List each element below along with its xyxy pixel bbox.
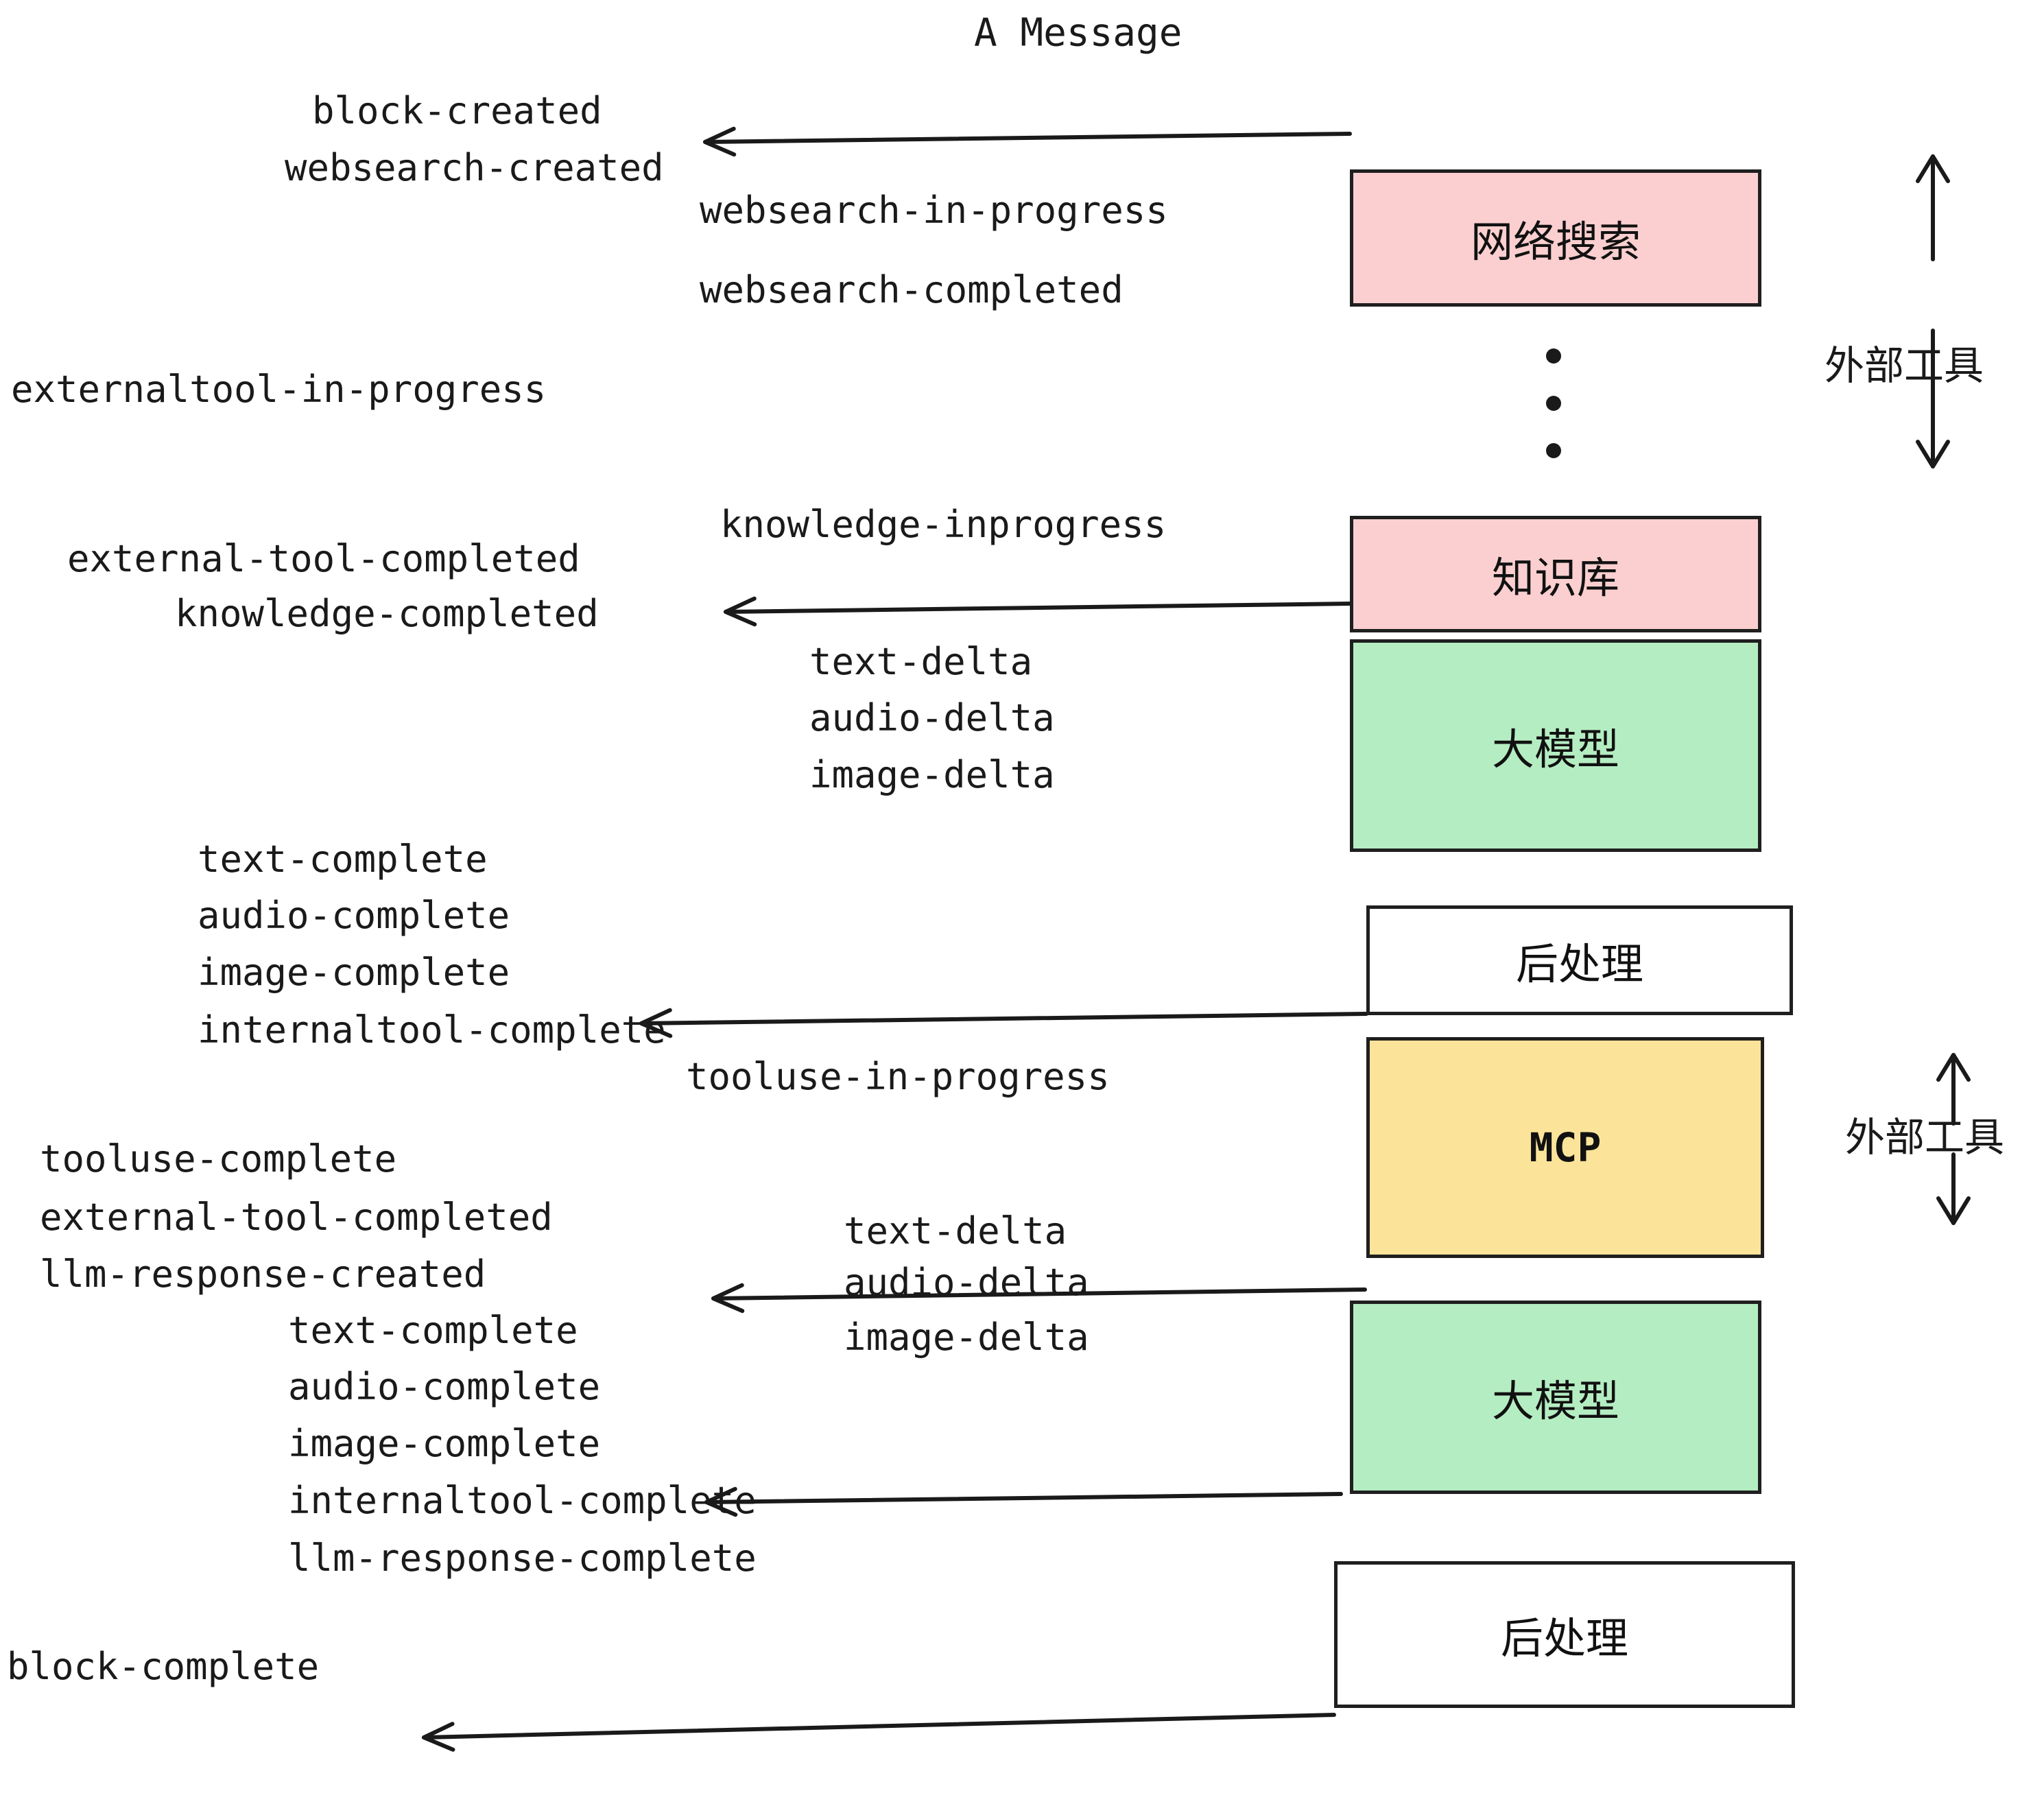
event-label-audio-complete-1: audio-complete	[198, 894, 510, 937]
event-label-tooluse-complete: tooluse-complete	[40, 1137, 397, 1180]
event-label-image-complete-1: image-complete	[198, 951, 510, 994]
ext-tool-arrow-bottom-down-head	[1936, 1196, 1971, 1225]
event-label-internaltool-complete-1: internaltool-complete	[198, 1008, 666, 1052]
node-postprocess-1: 后处理	[1366, 905, 1793, 1015]
arrow-block-created-head	[703, 126, 737, 157]
ext-tool-arrow-top-down-head	[1916, 440, 1950, 468]
arrow-block-complete-head	[422, 1722, 455, 1752]
event-label-text-delta-1: text-delta	[809, 640, 1033, 683]
ellipsis-dot	[1546, 396, 1561, 411]
ellipsis-dot	[1546, 348, 1561, 364]
event-label-websearch-in-progress: websearch-in-progress	[700, 189, 1168, 232]
vertical-ellipsis-icon	[1546, 348, 1561, 458]
event-label-block-created: block-created	[312, 89, 602, 132]
node-postprocess-2: 后处理	[1334, 1561, 1795, 1708]
event-label-image-delta-2: image-delta	[844, 1316, 1089, 1359]
event-label-externaltool-in-progress: externaltool-in-progress	[11, 368, 547, 411]
node-mcp: MCP	[1366, 1037, 1764, 1258]
node-websearch: 网络搜索	[1350, 169, 1761, 307]
ellipsis-dot	[1546, 443, 1561, 458]
event-label-internaltool-complete-2: internaltool-complete	[288, 1479, 757, 1522]
arrow-knowledge-completed	[724, 596, 1352, 627]
arrow-audio-complete-shaft	[704, 1492, 1343, 1504]
ext-tool-arrow-top-up-head	[1916, 154, 1950, 183]
ext-tool-arrow-top	[1916, 154, 1950, 468]
side-label-external-tool-bottom: 外部工具	[1845, 1114, 2005, 1161]
event-label-knowledge-completed: knowledge-completed	[175, 592, 599, 635]
node-knowledge: 知识库	[1350, 516, 1761, 632]
event-label-block-complete: block-complete	[7, 1645, 320, 1688]
event-label-llm-response-complete: llm-response-complete	[288, 1536, 757, 1580]
event-label-knowledge-inprogress: knowledge-inprogress	[720, 503, 1167, 546]
event-label-audio-complete-2: audio-complete	[288, 1365, 601, 1408]
event-label-image-complete-2: image-complete	[288, 1422, 601, 1465]
arrow-knowledge-completed-shaft	[724, 602, 1352, 614]
arrow-block-complete-shaft	[422, 1713, 1336, 1740]
page-title: A Message	[974, 10, 1183, 56]
event-label-audio-delta-2: audio-delta	[844, 1261, 1089, 1304]
node-llm-2: 大模型	[1350, 1301, 1761, 1494]
arrow-block-created	[703, 126, 1352, 157]
side-label-external-tool-top: 外部工具	[1825, 342, 1984, 389]
event-label-websearch-completed: websearch-completed	[700, 268, 1124, 311]
event-label-text-complete-1: text-complete	[198, 838, 488, 881]
event-label-text-complete-2: text-complete	[288, 1309, 578, 1352]
event-label-external-tool-completed-2: external-tool-completed	[40, 1196, 553, 1239]
arrow-image-complete-shaft	[639, 1012, 1368, 1025]
arrow-knowledge-completed-head	[724, 596, 757, 627]
event-label-llm-response-created: llm-response-created	[40, 1253, 486, 1296]
arrow-block-complete	[422, 1713, 1336, 1752]
arrow-audio-complete	[704, 1486, 1343, 1517]
node-llm-1: 大模型	[1350, 639, 1761, 852]
arrow-image-complete	[639, 1008, 1368, 1039]
event-label-external-tool-completed-1: external-tool-completed	[67, 537, 580, 580]
arrow-tooluse-complete-head	[711, 1283, 745, 1314]
arrow-block-created-shaft	[703, 132, 1352, 144]
event-label-websearch-created: websearch-created	[285, 146, 664, 189]
event-label-text-delta-2: text-delta	[844, 1209, 1067, 1253]
event-label-tooluse-in-progress: tooluse-in-progress	[686, 1055, 1110, 1098]
ext-tool-arrow-bottom-up-head	[1936, 1053, 1971, 1082]
event-label-image-delta-1: image-delta	[809, 753, 1055, 796]
event-label-audio-delta-1: audio-delta	[809, 696, 1055, 739]
